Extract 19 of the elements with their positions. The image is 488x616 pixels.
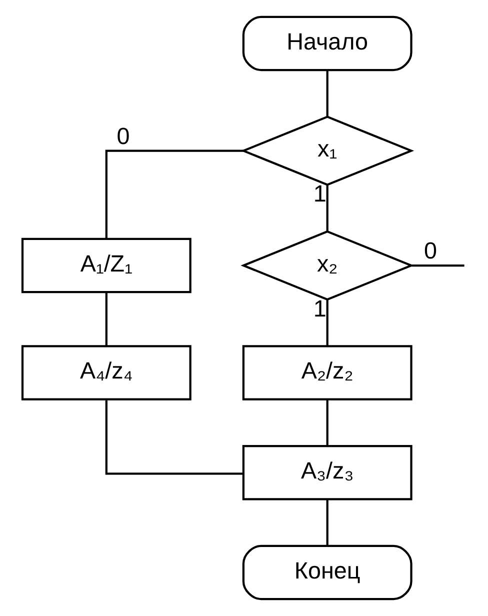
connector [104, 400, 243, 475]
node-box: A₃/z₃ [242, 445, 412, 500]
node-box: Конец [242, 544, 412, 600]
node-diamond: x₁ [240, 116, 414, 186]
connector [104, 150, 243, 239]
edge-label: 0 [424, 238, 437, 264]
connector [411, 264, 464, 267]
node-box: A₁/Z₁ [20, 238, 191, 294]
node-box: Начало [242, 16, 412, 72]
connector [104, 292, 107, 346]
edge-label: 0 [116, 122, 130, 149]
connector [326, 500, 328, 546]
node-box: A₂/z₂ [242, 345, 412, 400]
connector [326, 400, 328, 446]
connector [326, 300, 328, 346]
node-box: A₄/z₄ [20, 345, 191, 400]
connector [326, 185, 328, 232]
node-diamond: x₂ [240, 230, 414, 301]
connector [326, 70, 328, 116]
